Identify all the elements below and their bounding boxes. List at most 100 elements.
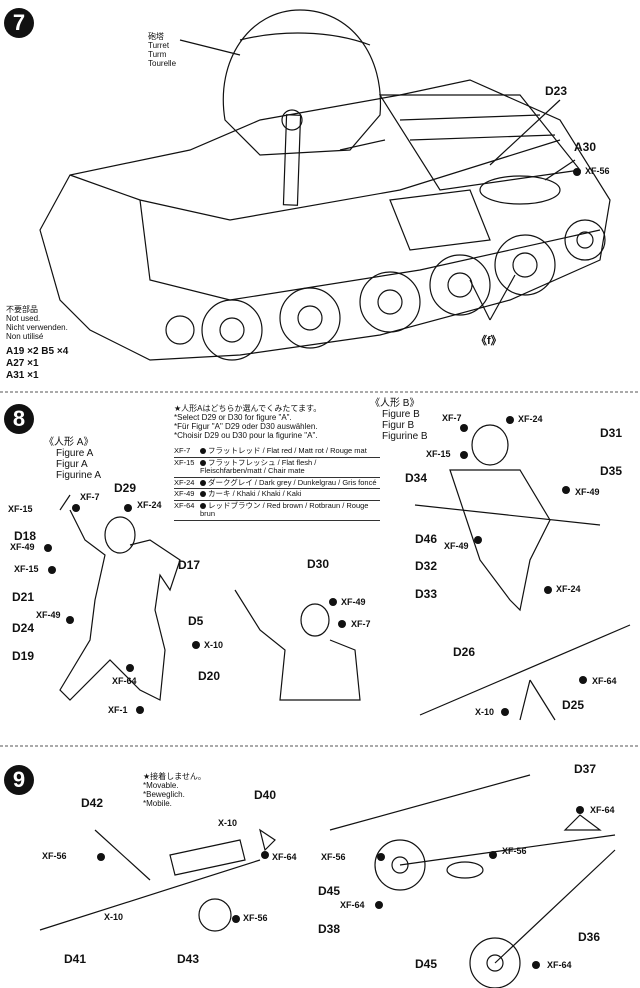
step-7-number: 7 bbox=[4, 8, 34, 38]
paint-xf15: XF-15 bbox=[426, 449, 451, 459]
paint-xf7: XF-7 bbox=[351, 619, 371, 629]
paint-xf7: XF-7 bbox=[442, 413, 462, 423]
part-f: 《f》 bbox=[476, 335, 502, 347]
not-used-fr: Non utilisé bbox=[6, 332, 44, 341]
paint-xf64: XF-64 bbox=[592, 676, 617, 686]
paint-xf49: XF-49 bbox=[341, 597, 366, 607]
paint-xf49: XF-49 bbox=[575, 487, 600, 497]
part-a30: A30 bbox=[574, 140, 597, 154]
part-d19: D19 bbox=[12, 649, 35, 663]
part-d24: D24 bbox=[12, 621, 35, 635]
paint-xf56: XF-56 bbox=[243, 913, 268, 923]
paint-xf64: XF-64 bbox=[340, 900, 365, 910]
paint-xf15: XF-15 bbox=[14, 564, 39, 574]
part-d20: D20 bbox=[198, 669, 221, 683]
figure-b-jp: 《人形 B》 bbox=[370, 398, 420, 409]
not-used-jp: 不要部品 bbox=[6, 305, 38, 314]
rifle-d26 bbox=[419, 624, 631, 716]
part-d33: D33 bbox=[415, 587, 438, 601]
paint-xf56: XF-56 bbox=[42, 851, 67, 861]
part-d26: D26 bbox=[453, 645, 476, 659]
figure-b-de: Figur B bbox=[382, 420, 415, 431]
part-d46: D46 bbox=[415, 532, 438, 546]
paint-xf64: XF-64 bbox=[272, 852, 297, 862]
part-d30: D30 bbox=[307, 557, 330, 571]
part-d40: D40 bbox=[254, 788, 277, 802]
gun-barrel-right bbox=[329, 774, 531, 831]
paint-xf56: XF-56 bbox=[585, 166, 610, 176]
part-d32: D32 bbox=[415, 559, 438, 573]
figure-a-en: Figure A bbox=[56, 448, 94, 459]
paint-xf24: XF-24 bbox=[137, 500, 162, 510]
part-d34: D34 bbox=[405, 471, 428, 485]
not-used-en: Not used. bbox=[6, 314, 41, 323]
turret-label-jp: 砲塔 bbox=[148, 32, 164, 41]
part-d45: D45 bbox=[415, 957, 438, 971]
paint-x10: X-10 bbox=[204, 640, 224, 650]
part-d25: D25 bbox=[562, 698, 585, 712]
not-used-part-2: A27 ×1 bbox=[6, 358, 39, 369]
paint-xf49: XF-49 bbox=[10, 542, 35, 552]
part-d29: D29 bbox=[114, 481, 137, 495]
paint-xf49: XF-49 bbox=[444, 541, 469, 551]
step9-instruction-de: *Beweglich. bbox=[143, 790, 185, 799]
step8-instruction-fr: *Choisir D29 ou D30 pour la figurine "A"… bbox=[174, 431, 318, 440]
turret-label-de: Turm bbox=[148, 50, 167, 59]
figure-a-jp: 《人形 A》 bbox=[44, 437, 94, 448]
paint-xf15: XF-15 bbox=[8, 504, 33, 514]
figure-a-de: Figur A bbox=[56, 459, 88, 470]
figure-a-fr: Figurine A bbox=[56, 470, 102, 481]
step-8-number: 8 bbox=[4, 404, 34, 434]
part-d18: D18 bbox=[14, 529, 37, 543]
paint-x10: X-10 bbox=[475, 707, 495, 717]
paint-x10: X-10 bbox=[218, 818, 238, 828]
step8-instruction-jp: ★人形Aはどちらか選んでくみたてます。 bbox=[174, 404, 322, 413]
part-d41: D41 bbox=[64, 952, 87, 966]
step9-instruction-fr: *Mobile. bbox=[143, 799, 172, 808]
part-d45: D45 bbox=[318, 884, 341, 898]
turret-label-fr: Tourelle bbox=[148, 59, 177, 68]
part-d5: D5 bbox=[188, 614, 204, 628]
paint-xf24: XF-24 bbox=[518, 414, 543, 424]
step8-instruction-de: *Für Figur "A" D29 oder D30 auswählen. bbox=[174, 422, 318, 431]
paint-xf7: XF-7 bbox=[80, 492, 100, 502]
part-d17: D17 bbox=[178, 558, 201, 572]
not-used-part-1: A19 ×2 B5 ×4 bbox=[6, 346, 69, 357]
paint-xf64: XF-64 bbox=[112, 676, 137, 686]
part-d21: D21 bbox=[12, 590, 35, 604]
paint-xf1: XF-1 bbox=[108, 705, 128, 715]
part-d43: D43 bbox=[177, 952, 200, 966]
part-d35: D35 bbox=[600, 464, 623, 478]
paint-xf64: XF-64 bbox=[547, 960, 572, 970]
not-used-de: Nicht verwenden. bbox=[6, 323, 68, 332]
turret bbox=[222, 9, 382, 156]
paint-xf24: XF-24 bbox=[556, 584, 581, 594]
part-d38: D38 bbox=[318, 922, 341, 936]
figure-b-en: Figure B bbox=[382, 409, 420, 420]
part-d37: D37 bbox=[574, 762, 597, 776]
turret-label-en: Turret bbox=[148, 41, 170, 50]
paint-xf56: XF-56 bbox=[502, 846, 527, 856]
part-d42: D42 bbox=[81, 796, 104, 810]
step-9-number: 9 bbox=[4, 765, 34, 795]
gun-barrel-left bbox=[39, 859, 261, 931]
paint-x10: X-10 bbox=[104, 912, 124, 922]
tank-hull bbox=[39, 79, 611, 361]
paint-xf49: XF-49 bbox=[36, 610, 61, 620]
step8-instruction-en: *Select D29 or D30 for figure "A". bbox=[174, 413, 292, 422]
figure-a-body bbox=[59, 509, 181, 701]
part-d31: D31 bbox=[600, 426, 623, 440]
not-used-part-3: A31 ×1 bbox=[6, 370, 39, 381]
rifle-b bbox=[414, 504, 601, 526]
part-d36: D36 bbox=[578, 930, 601, 944]
paint-xf64: XF-64 bbox=[590, 805, 615, 815]
step9-instruction-jp: ★接着しません。 bbox=[143, 772, 206, 781]
figure-b-fr: Figurine B bbox=[382, 431, 428, 442]
